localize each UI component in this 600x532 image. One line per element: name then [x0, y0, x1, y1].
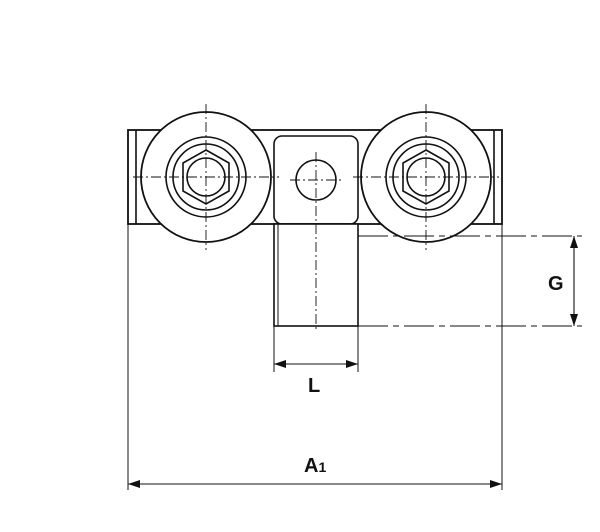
dimension-l-line [274, 360, 358, 368]
extension-lines [127, 224, 582, 490]
dimension-a1-subscript: 1 [318, 459, 326, 475]
dimension-a1-line [128, 480, 502, 488]
dimension-g-line [570, 236, 578, 326]
dimension-g-label: G [548, 273, 564, 295]
centerlines [133, 104, 499, 330]
dimension-a1-main: A [304, 455, 318, 477]
dimension-l-label: L [308, 375, 320, 397]
dimension-a1-label: A1 [304, 455, 326, 477]
